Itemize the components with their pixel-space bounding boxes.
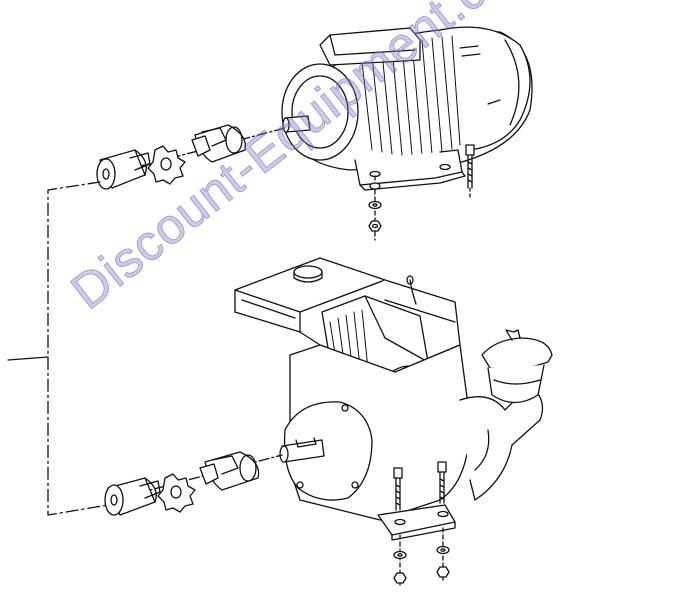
- alignment-leader: [7, 356, 49, 361]
- jaw-coupling-upper-icon: [96, 124, 286, 190]
- electric-motor-icon: [281, 26, 533, 241]
- alignment-line: [47, 181, 109, 516]
- jaw-coupling-lower-icon: [104, 451, 283, 516]
- engine-icon: [234, 257, 553, 586]
